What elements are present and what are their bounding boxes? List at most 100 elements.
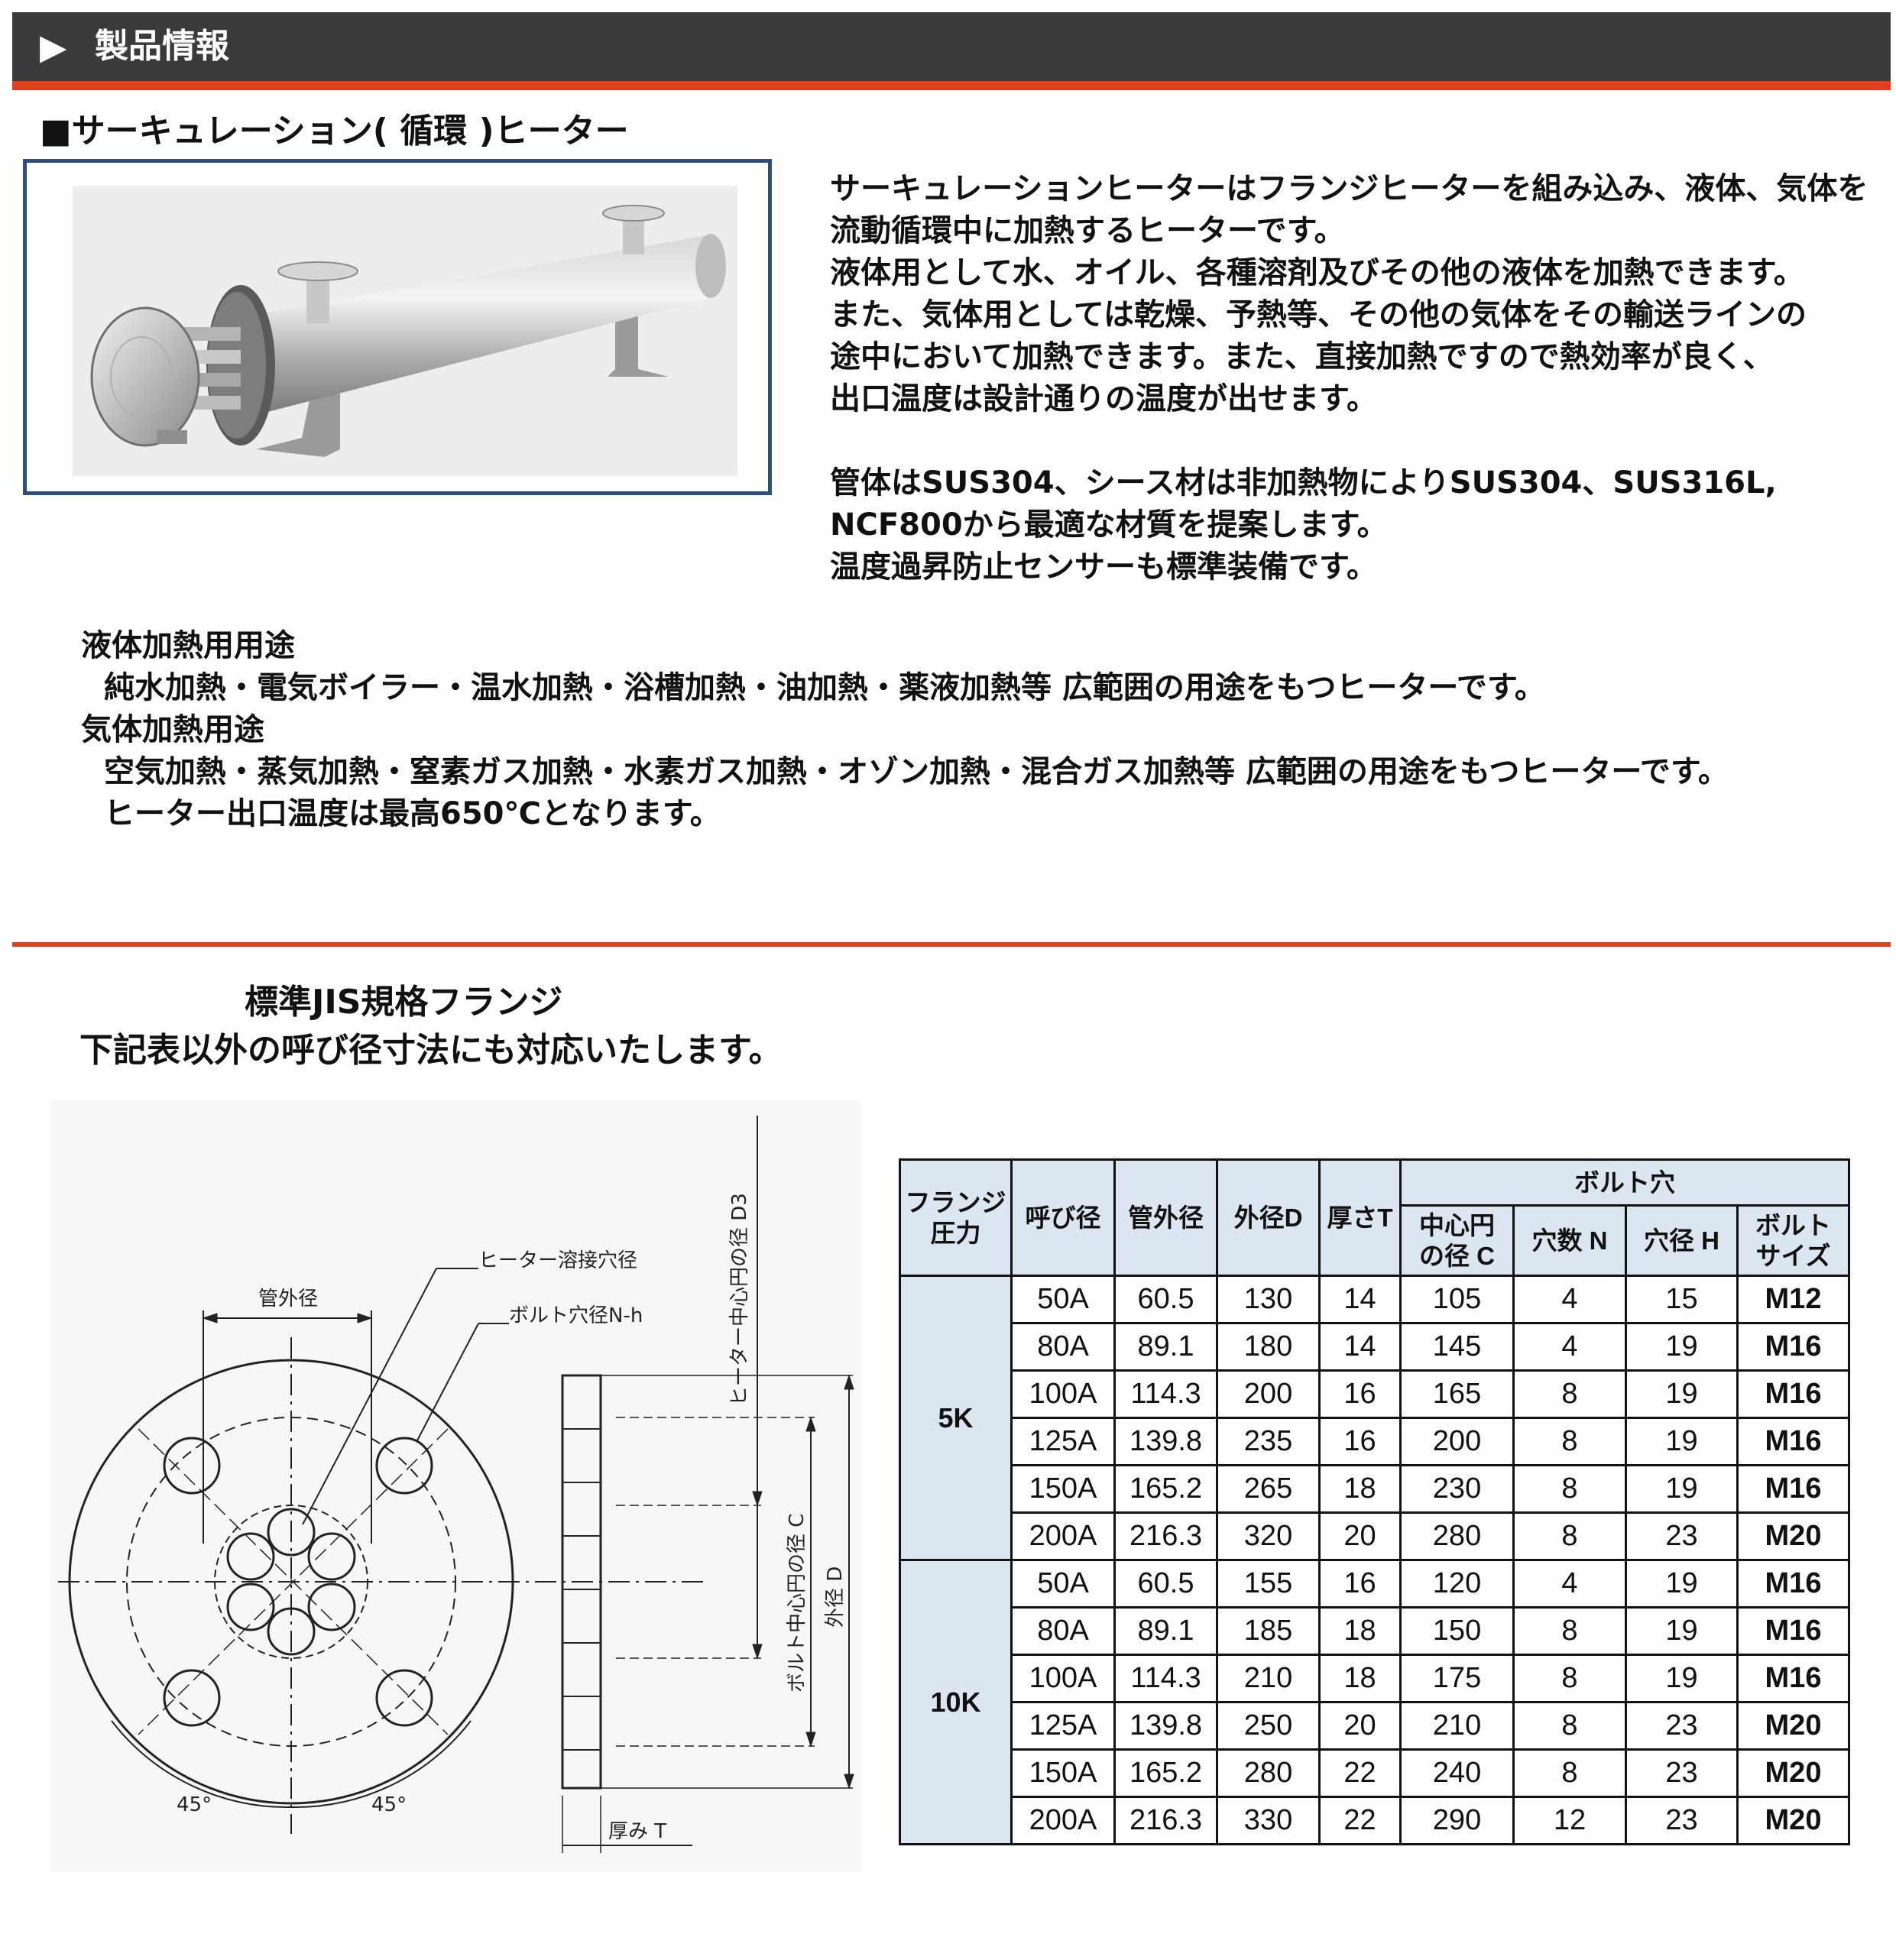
description-line: また、気体用としては乾燥、予熱等、その他の気体をその輸送ラインの: [830, 297, 1807, 332]
cell-pcd: 290: [1399, 1796, 1515, 1845]
gas-uses-text: 空気加熱・蒸気加熱・窒素ガス加熱・水素ガス加熱・オゾン加熱・混合ガス加熱等 広範…: [104, 754, 1729, 789]
cell-hole-dia: 19: [1625, 1369, 1739, 1419]
cell-bolt-size: M16: [1736, 1654, 1850, 1703]
cell-pcd: 165: [1399, 1369, 1515, 1419]
d3-label: ヒーター中心円の径 D3: [728, 1193, 751, 1406]
cell-holes: 8: [1512, 1417, 1627, 1466]
cell-pipe-od: 89.1: [1113, 1322, 1218, 1372]
material-line: NCF800から最適な材質を提案します。: [830, 507, 1388, 543]
description-line: 出口温度は設計通りの温度が出せます。: [830, 381, 1377, 416]
pcd-label: ボルト中心円の径 C: [786, 1514, 809, 1693]
header-holes: 穴数 N: [1512, 1204, 1627, 1277]
cell-bolt-size: M16: [1736, 1369, 1850, 1419]
cell-holes: 8: [1512, 1654, 1627, 1703]
pipe-od-label: 管外径: [258, 1288, 318, 1310]
cell-thickness: 18: [1318, 1464, 1402, 1514]
cell-holes: 8: [1512, 1701, 1627, 1751]
cell-outer-d: 265: [1216, 1464, 1321, 1514]
cell-bolt-size: M16: [1736, 1559, 1850, 1608]
cell-bolt-size: M20: [1736, 1748, 1850, 1798]
liquid-uses-heading: 液体加熱用用途: [81, 628, 295, 663]
cell-bolt-size: M16: [1736, 1417, 1850, 1466]
cell-holes: 8: [1512, 1464, 1627, 1514]
cell-bolt-size: M16: [1736, 1322, 1850, 1372]
cell-thickness: 14: [1318, 1322, 1402, 1372]
cell-nominal: 125A: [1010, 1701, 1116, 1751]
cell-thickness: 20: [1318, 1701, 1402, 1751]
cell-hole-dia: 19: [1625, 1322, 1739, 1372]
cell-thickness: 18: [1318, 1654, 1402, 1703]
cell-outer-d: 235: [1216, 1417, 1321, 1466]
cell-pipe-od: 216.3: [1113, 1511, 1218, 1561]
jis-flange-title: 標準JIS規格フランジ: [245, 983, 563, 1022]
cell-thickness: 20: [1318, 1511, 1402, 1561]
angle-45-left: 45°: [177, 1793, 212, 1816]
cell-hole-dia: 23: [1625, 1701, 1739, 1751]
section-divider: [12, 942, 1891, 947]
weld-hole-label: ヒーター溶接穴径: [478, 1249, 637, 1272]
cell-bolt-size: M20: [1736, 1511, 1850, 1561]
cell-holes: 8: [1512, 1369, 1627, 1419]
cell-bolt-size: M16: [1736, 1606, 1850, 1656]
cell-pcd: 230: [1399, 1464, 1515, 1514]
description-line: サーキュレーションヒーターはフランジヒーターを組み込み、液体、気体を: [830, 171, 1868, 206]
cell-pipe-od: 114.3: [1113, 1654, 1218, 1703]
cell-pcd: 145: [1399, 1322, 1515, 1372]
cell-nominal: 100A: [1010, 1654, 1116, 1703]
cell-pipe-od: 60.5: [1113, 1559, 1218, 1608]
cell-outer-d: 280: [1216, 1748, 1321, 1798]
cell-pcd: 175: [1399, 1654, 1515, 1703]
cell-pcd: 210: [1399, 1701, 1515, 1751]
header-pressure: フランジ圧力: [899, 1158, 1013, 1277]
cell-nominal: 50A: [1010, 1275, 1116, 1324]
bolt-hole-label: ボルト穴径N-h: [509, 1304, 643, 1327]
cell-pcd: 200: [1399, 1417, 1515, 1466]
cell-holes: 8: [1512, 1748, 1627, 1798]
cell-hole-dia: 19: [1625, 1654, 1739, 1703]
header-outer-d: 外径D: [1216, 1158, 1321, 1277]
cell-pcd: 280: [1399, 1511, 1515, 1561]
applications-section: 液体加熱用用途 純水加熱・電気ボイラー・温水加熱・浴槽加熱・油加熱・薬液加熱等 …: [81, 625, 1729, 835]
pressure-cell: 10K: [899, 1559, 1013, 1845]
cell-nominal: 200A: [1010, 1511, 1116, 1561]
heater-hole: [267, 1508, 316, 1557]
cell-hole-dia: 23: [1625, 1511, 1739, 1561]
flange-drawing: 管外径 ヒーター溶接穴径 ボルト穴径N-h 45° 45°: [50, 1100, 860, 1872]
header-pcd: 中心円の径 C: [1399, 1204, 1515, 1277]
gas-uses-heading: 気体加熱用途: [81, 712, 264, 747]
cell-thickness: 22: [1318, 1748, 1402, 1798]
angle-45-right: 45°: [371, 1793, 407, 1816]
cell-outer-d: 250: [1216, 1701, 1321, 1751]
cell-hole-dia: 19: [1625, 1559, 1739, 1608]
cell-bolt-size: M12: [1736, 1275, 1850, 1324]
max-temp-text: ヒーター出口温度は最高650℃となります。: [104, 796, 721, 831]
cell-pipe-od: 139.8: [1113, 1417, 1218, 1466]
cell-thickness: 16: [1318, 1417, 1402, 1466]
heater-hole: [307, 1532, 356, 1581]
heater-hole: [226, 1532, 275, 1581]
description-line: 途中において加熱できます。また、直接加熱ですので熱効率が良く、: [830, 339, 1774, 374]
flange-side-view: [561, 1374, 602, 1790]
header-bolt-size: ボルトサイズ: [1736, 1204, 1850, 1277]
bolt-hole: [163, 1437, 221, 1495]
flange-spec-table: フランジ圧力 呼び径 管外径 外径D 厚さT ボルト穴 中心円の径 C 穴数 N…: [899, 1158, 1850, 1845]
cell-hole-dia: 19: [1625, 1417, 1739, 1466]
header-bolt-group: ボルト穴: [1399, 1158, 1850, 1207]
bolt-hole: [375, 1437, 433, 1495]
cell-pipe-od: 216.3: [1113, 1796, 1218, 1845]
header-accent-line: [12, 81, 1891, 90]
cell-hole-dia: 19: [1625, 1464, 1739, 1514]
header-thickness: 厚さT: [1318, 1158, 1402, 1277]
cell-outer-d: 180: [1216, 1322, 1321, 1372]
heater-hole: [226, 1583, 275, 1631]
cell-holes: 4: [1512, 1322, 1627, 1372]
thickness-label: 厚み T: [608, 1820, 666, 1843]
cell-pcd: 240: [1399, 1748, 1515, 1798]
